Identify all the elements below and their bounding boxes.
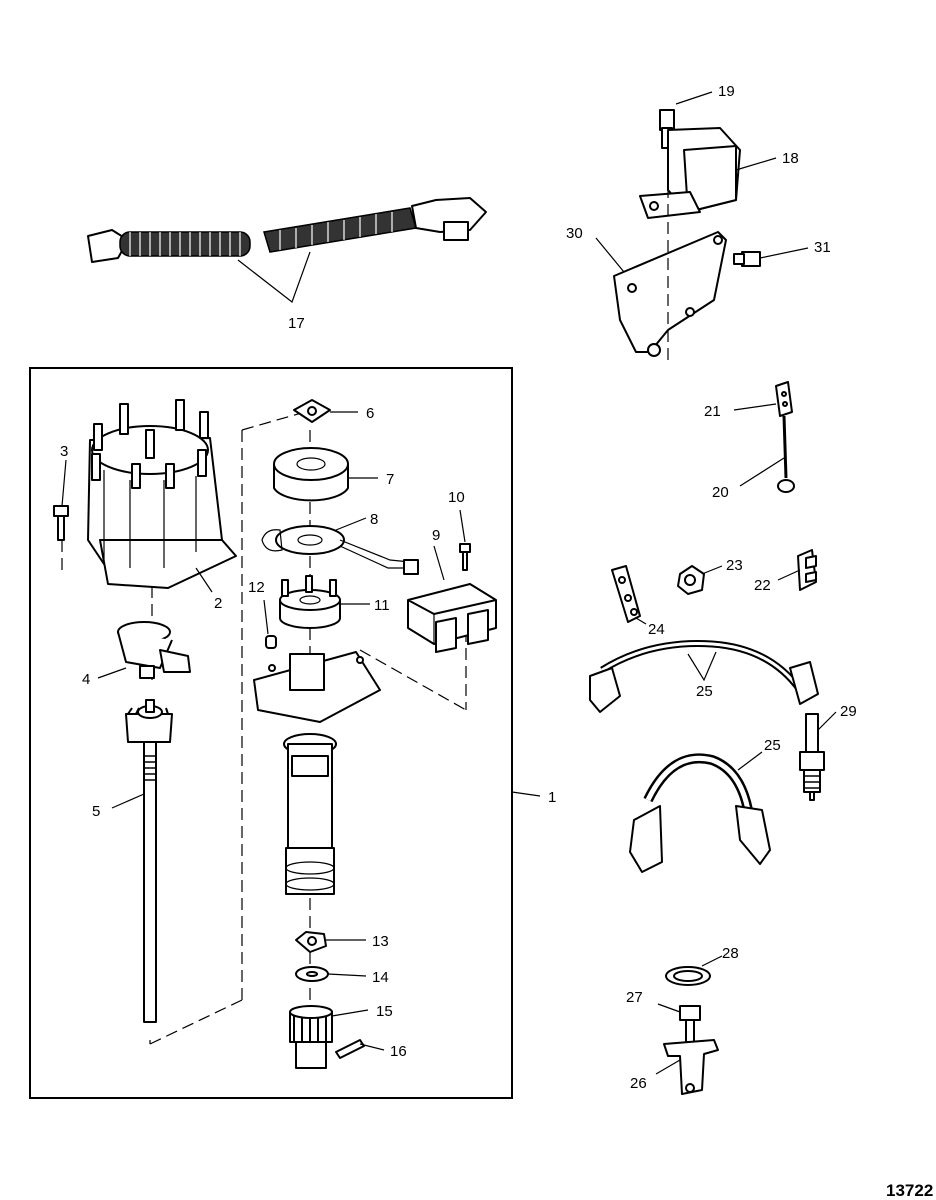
wire-retainer: [677, 565, 705, 595]
leader-15: [331, 1009, 369, 1017]
leader-29: [817, 711, 837, 731]
spark-plug-wire-short: [589, 640, 819, 713]
spark-plug: [799, 713, 825, 801]
leader-9: [433, 545, 445, 581]
hold-down-clamp: [663, 1039, 719, 1095]
wiring-harness: [87, 197, 487, 263]
pickup-coil: [261, 525, 419, 575]
clamp-screw: [679, 1005, 701, 1043]
callout-2: 2: [214, 595, 222, 612]
leader-22: [777, 569, 801, 581]
bracket-screw: [733, 251, 761, 267]
callout-5: 5: [92, 803, 100, 820]
leader-5: [111, 793, 145, 809]
ignition-module: [407, 583, 497, 653]
leader-20: [739, 457, 785, 487]
distributor-cap: [87, 399, 237, 589]
callout-19: 19: [718, 83, 735, 100]
leader-16: [359, 1043, 385, 1051]
figure-number: 13722: [886, 1181, 933, 1200]
callout-7: 7: [386, 471, 394, 488]
thrust-washer: [295, 931, 327, 953]
ground-strap-clip: [775, 381, 793, 417]
callout-31: 31: [814, 239, 831, 256]
callout-15: 15: [376, 1003, 393, 1020]
callout-21: 21: [704, 403, 721, 420]
callout-1: 1: [548, 789, 556, 806]
callout-24: 24: [648, 621, 665, 638]
callout-11: 11: [374, 597, 390, 614]
callout-10: 10: [448, 489, 465, 506]
ground-strap: [777, 415, 795, 493]
callout-25a: 25: [696, 683, 713, 700]
callout-22: 22: [754, 577, 771, 594]
distributor-assembly-frame: [29, 367, 513, 1099]
ignition-coil: [639, 109, 741, 219]
distributor-housing-collar: [117, 621, 191, 679]
leader-10: [459, 509, 466, 543]
leader-23: [701, 565, 723, 575]
wire-separator: [797, 549, 817, 591]
callout-23: 23: [726, 557, 743, 574]
leader-28: [701, 955, 723, 967]
distributor-housing: [253, 651, 381, 895]
leader-31: [759, 247, 809, 259]
callout-14: 14: [372, 969, 389, 986]
callout-18: 18: [782, 150, 799, 167]
callout-6: 6: [366, 405, 374, 422]
callout-28: 28: [722, 945, 739, 962]
leader-2: [195, 567, 213, 593]
callout-25b: 25: [764, 737, 781, 754]
callout-27: 27: [626, 989, 643, 1006]
leader-4: [97, 667, 127, 679]
leader-8: [335, 517, 367, 531]
callout-4: 4: [82, 671, 90, 688]
shaft-seal: [293, 399, 331, 423]
callout-8: 8: [370, 511, 378, 528]
callout-29: 29: [840, 703, 857, 720]
leader-26: [655, 1059, 681, 1075]
leader-1: [511, 791, 541, 797]
cap-screw: [53, 505, 69, 541]
callout-16: 16: [390, 1043, 407, 1060]
leader-24: [635, 617, 647, 625]
callout-13: 13: [372, 933, 389, 950]
leader-19: [675, 91, 713, 105]
spark-plug-wire-loop: [629, 753, 771, 873]
callout-3: 3: [60, 443, 68, 460]
leader-27: [657, 1003, 681, 1013]
leader-12: [263, 599, 269, 635]
leader-25b: [737, 751, 763, 771]
leader-30: [595, 237, 625, 273]
rotor: [273, 447, 349, 502]
leader-18: [735, 157, 777, 171]
distributor-shaft: [125, 699, 173, 1023]
o-ring: [665, 966, 711, 986]
leader-21: [733, 403, 777, 411]
shim-washer: [295, 966, 329, 982]
leader-25a: [687, 651, 717, 682]
leader-14: [327, 973, 367, 977]
wire-loom: [611, 565, 641, 623]
gear-roll-pin: [335, 1039, 365, 1059]
callout-26: 26: [630, 1075, 647, 1092]
roll-pin: [265, 635, 277, 649]
callout-12: 12: [248, 579, 265, 596]
callout-20: 20: [712, 484, 729, 501]
pole-piece: [279, 575, 341, 629]
leader-3: [61, 459, 67, 507]
leader-17: [237, 251, 311, 303]
drive-gear: [289, 1005, 333, 1069]
module-screw: [459, 543, 471, 571]
callout-17: 17: [288, 315, 305, 332]
callout-9: 9: [432, 527, 440, 544]
callout-30: 30: [566, 225, 583, 242]
coil-bracket: [613, 231, 727, 357]
